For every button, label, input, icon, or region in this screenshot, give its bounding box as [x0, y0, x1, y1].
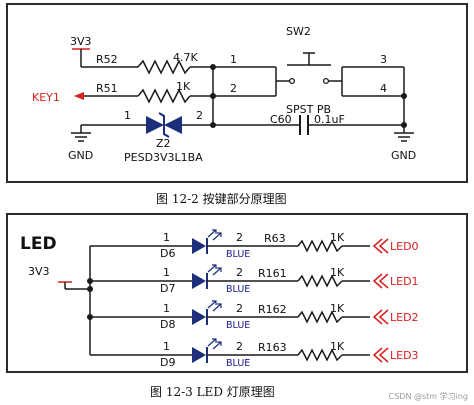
c60-value: 0.1uF: [314, 113, 345, 126]
net-port-icon: [372, 273, 383, 289]
resistor-ref: R163: [258, 341, 287, 354]
resistor-value: 1K: [330, 266, 345, 279]
tvs-diode-bar: [158, 112, 170, 138]
resistor-icon: [297, 274, 343, 288]
resistor-icon: [297, 310, 343, 324]
led-pin2: 2: [236, 266, 243, 279]
junction-dot: [87, 278, 93, 284]
led-row-d9: 1 D9 2 BLUE R163 1K LED3: [90, 338, 419, 369]
led-pin1: 1: [163, 231, 170, 244]
led-row-d6: 1 D6 2 BLUE R63 1K LED0: [90, 229, 419, 260]
led-pin2: 2: [236, 231, 243, 244]
resistor-r52: [137, 59, 191, 75]
junction-dot: [401, 93, 407, 99]
resistor-ref: R161: [258, 267, 287, 280]
led-color: BLUE: [226, 284, 250, 295]
z2-ref: Z2: [156, 137, 171, 150]
led-color: BLUE: [226, 320, 250, 331]
watermark: CSDN @stm 学习ing: [388, 392, 468, 401]
led-ref: D7: [160, 282, 175, 295]
net-port-icon: [378, 273, 389, 289]
key1-label: KEY1: [32, 91, 60, 104]
net-port-icon: [372, 238, 383, 254]
resistor-ref: R63: [264, 232, 286, 245]
junction-dot: [210, 64, 216, 70]
junction-dot: [210, 93, 216, 99]
led-light-icon: [207, 338, 222, 350]
net-port-icon: [372, 347, 383, 363]
resistor-icon: [297, 239, 343, 253]
sw2-part: SPST PB: [286, 103, 331, 116]
z2-part: PESD3V3L1BA: [124, 151, 203, 164]
figure-caption-12-2: 图 12-2 按键部分原理图: [156, 192, 287, 206]
gnd-left-label: GND: [68, 149, 93, 162]
r51-value: 1K: [176, 80, 191, 93]
led-net-label: LED3: [390, 349, 419, 362]
led-rows: 1 D6 2 BLUE R63 1K LED0 1 D7: [90, 229, 419, 369]
led-diode-icon: [192, 347, 206, 363]
tvs-diode-left: [146, 116, 164, 134]
led-light-icon: [207, 264, 222, 276]
switch-pin-4: 4: [380, 82, 387, 95]
led-row-d8: 1 D8 2 BLUE R162 1K LED2: [90, 300, 419, 331]
key-circuit-panel: 3V3 R52 4.7K 1 KEY1 R51 1K 2 1 2 Z2 PESD…: [6, 3, 468, 183]
resistor-ref: R162: [258, 303, 287, 316]
sw-contact-left: [288, 77, 296, 85]
led-pin2: 2: [236, 302, 243, 315]
r52-value: 4.7K: [173, 51, 198, 64]
resistor-value: 1K: [330, 340, 345, 353]
key-power-label: 3V3: [70, 35, 92, 48]
led-pin1: 1: [163, 302, 170, 315]
figure-caption-12-3: 图 12-3 LED 灯原理图: [150, 385, 275, 399]
net-port-icon: [372, 309, 383, 325]
led-color: BLUE: [226, 358, 250, 369]
switch-pin-3: 3: [380, 53, 387, 66]
z2-pin2: 2: [196, 109, 203, 122]
sw2-ref: SW2: [286, 25, 311, 38]
led-color: BLUE: [226, 249, 250, 260]
led-light-icon: [207, 300, 222, 312]
resistor-value: 1K: [330, 231, 345, 244]
net-port-icon: [378, 309, 389, 325]
led-net-label: LED2: [390, 311, 419, 324]
led-pin1: 1: [163, 340, 170, 353]
led-diode-icon: [192, 273, 206, 289]
led-net-label: LED1: [390, 275, 419, 288]
switch-pin-1: 1: [230, 53, 237, 66]
led-diode-icon: [192, 238, 206, 254]
net-port-icon: [378, 347, 389, 363]
r51-ref: R51: [96, 82, 118, 95]
resistor-value: 1K: [330, 302, 345, 315]
led-circuit-panel: LED 3V3 1 D6 2 BLUE R63 1K: [6, 213, 468, 373]
junction-dot: [87, 314, 93, 320]
resistor-r51: [137, 88, 191, 104]
led-row-d7: 1 D7 2 BLUE R161 1K LED1: [90, 264, 419, 295]
z2-pin1: 1: [124, 109, 131, 122]
junction-dot: [87, 286, 93, 292]
sw-contact-right: [322, 77, 330, 85]
led-diode-icon: [192, 309, 206, 325]
tvs-diode-right: [164, 116, 182, 134]
led-circuit-schematic: LED 3V3 1 D6 2 BLUE R63 1K: [20, 229, 419, 369]
switch-pin-2: 2: [230, 82, 237, 95]
key1-arrow: [74, 92, 84, 100]
led-pin1: 1: [163, 266, 170, 279]
key-circuit-schematic: 3V3 R52 4.7K 1 KEY1 R51 1K 2 1 2 Z2 PESD…: [32, 25, 416, 164]
led-pin2: 2: [236, 340, 243, 353]
c60-ref: C60: [270, 113, 292, 126]
led-light-icon: [207, 229, 222, 241]
led-net-label: LED0: [390, 240, 419, 253]
led-ref: D8: [160, 318, 175, 331]
led-ref: D6: [160, 247, 175, 260]
resistor-icon: [297, 348, 343, 362]
led-power-label: 3V3: [28, 265, 50, 278]
gnd-right-label: GND: [391, 149, 416, 162]
r52-ref: R52: [96, 53, 118, 66]
led-section-title: LED: [20, 234, 57, 254]
led-ref: D9: [160, 356, 175, 369]
net-port-icon: [378, 238, 389, 254]
